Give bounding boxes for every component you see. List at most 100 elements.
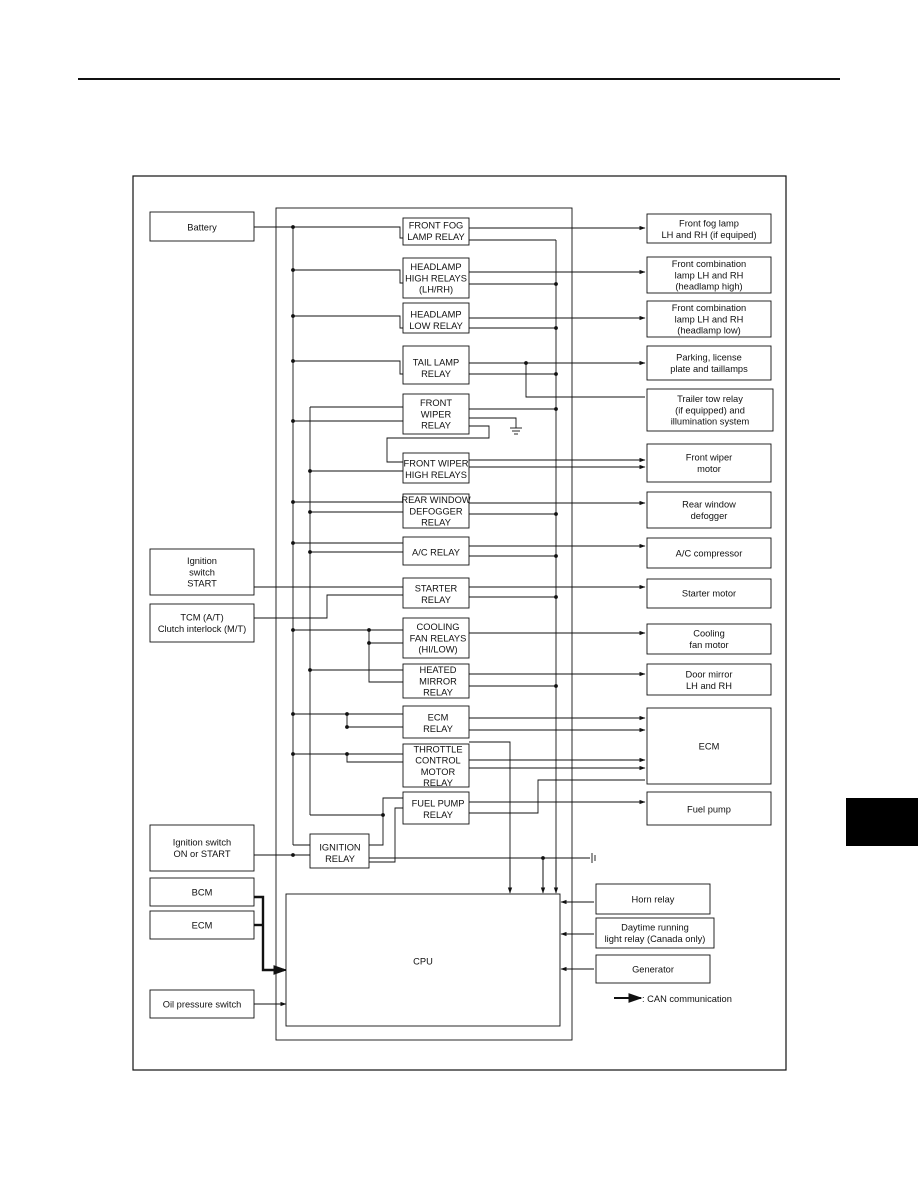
input-battery: Battery	[187, 222, 217, 232]
output-door-mirror-line: Door mirror	[685, 670, 732, 680]
output-fog-lamp-line: Front fog lamp	[679, 219, 739, 229]
relay-starter-line: RELAY	[421, 595, 451, 605]
output-ecm: ECM	[699, 741, 720, 751]
relay-front-wiper-high-line: FRONT WIPER	[404, 459, 469, 469]
output-fog-lamp-line: LH and RH (if equiped)	[661, 230, 756, 240]
relay-front-wiper-high-line: HIGH RELAYS	[405, 470, 467, 480]
input-ecm: ECM	[192, 920, 213, 930]
relay-heated-mirror-line: MIRROR	[419, 676, 457, 686]
output-front-comb-low-line: Front combination	[672, 303, 746, 313]
output-fuel-pump: Fuel pump	[687, 804, 731, 814]
relay-ecm-line: RELAY	[423, 724, 453, 734]
relay-headlamp-high-line: (LH/RH)	[419, 285, 453, 295]
input-ignition-on-line: Ignition switch	[173, 838, 231, 848]
relay-rear-window-line: REAR WINDOW	[401, 495, 470, 505]
input-ignition-start-line: Ignition	[187, 556, 217, 566]
junction-dot	[554, 282, 558, 286]
relay-front-wiper-line: WIPER	[421, 409, 452, 419]
junction-dot	[554, 372, 558, 376]
junction-dot	[345, 752, 349, 756]
output-rear-defogger-line: Rear window	[682, 500, 736, 510]
input-oil-pressure: Oil pressure switch	[163, 999, 242, 1009]
section-tab	[846, 798, 918, 846]
relay-front-wiper-line: FRONT	[420, 398, 452, 408]
output-door-mirror-line: LH and RH	[686, 681, 732, 691]
output-front-comb-high-line: Front combination	[672, 259, 746, 269]
output-wiper-motor-line: Front wiper	[686, 453, 733, 463]
junction-dot	[291, 752, 295, 756]
cpu-input-horn: Horn relay	[632, 894, 675, 904]
junction-dot	[308, 510, 312, 514]
junction-dot	[291, 541, 295, 545]
relay-throttle-line: MOTOR	[421, 767, 456, 777]
relay-throttle-line: CONTROL	[415, 756, 460, 766]
junction-dot	[554, 512, 558, 516]
junction-dot	[554, 684, 558, 688]
figure-frame	[132, 175, 787, 1071]
junction-dot	[554, 595, 558, 599]
relay-cooling-fan-line: FAN RELAYS	[410, 633, 467, 643]
output-trailer-line: Trailer tow relay	[677, 394, 743, 404]
junction-dot	[345, 725, 349, 729]
relay-throttle-line: THROTTLE	[413, 744, 462, 754]
relay-ac: A/C RELAY	[412, 547, 460, 557]
relay-cooling-fan-line: (HI/LOW)	[418, 645, 457, 655]
relay-ecm-line: ECM	[428, 713, 449, 723]
input-tcm-line: TCM (A/T)	[180, 613, 223, 623]
junction-dot	[554, 326, 558, 330]
junction-dot	[524, 361, 528, 365]
relay-ignition-line: RELAY	[325, 854, 355, 864]
junction-dot	[554, 407, 558, 411]
junction-dot	[291, 500, 295, 504]
junction-dot	[291, 225, 295, 229]
junction-dot	[367, 641, 371, 645]
junction-dot	[308, 668, 312, 672]
cpu-input-horn-line: Horn relay	[632, 894, 675, 904]
junction-dot	[367, 628, 371, 632]
input-battery-line: Battery	[187, 222, 217, 232]
relay-throttle-line: RELAY	[423, 778, 453, 788]
input-bcm: BCM	[192, 887, 213, 897]
junction-dot	[291, 712, 295, 716]
ipdm-enclosure	[275, 207, 573, 1041]
input-tcm: TCM (A/T)Clutch interlock (M/T)	[158, 613, 246, 634]
junction-dot	[308, 550, 312, 554]
relay-front-fog-line: LAMP RELAY	[407, 232, 465, 242]
output-ecm-line: ECM	[699, 741, 720, 751]
input-tcm-line: Clutch interlock (M/T)	[158, 624, 246, 634]
relay-rear-window-line: DEFOGGER	[409, 506, 462, 516]
input-ecm-line: ECM	[192, 920, 213, 930]
relay-front-fog-line: FRONT FOG	[409, 221, 464, 231]
junction-dots	[291, 225, 558, 860]
cpu-input-drl-line: light relay (Canada only)	[605, 934, 706, 944]
input-ignition-start-line: switch	[189, 567, 215, 577]
output-ac-compressor: A/C compressor	[676, 548, 743, 558]
output-wiper-motor-line: motor	[697, 464, 721, 474]
output-rear-defogger-line: defogger	[691, 511, 728, 521]
junction-dot	[291, 314, 295, 318]
output-trailer-line: (if equipped) and	[675, 405, 745, 415]
cpu-label: CPU	[413, 956, 433, 966]
legend-can-label: : CAN communication	[642, 994, 732, 1004]
junction-dot	[291, 268, 295, 272]
output-front-comb-low-line: (headlamp low)	[677, 326, 741, 336]
output-fuel-pump-line: Fuel pump	[687, 804, 731, 814]
relay-headlamp-low-line: LOW RELAY	[409, 321, 463, 331]
